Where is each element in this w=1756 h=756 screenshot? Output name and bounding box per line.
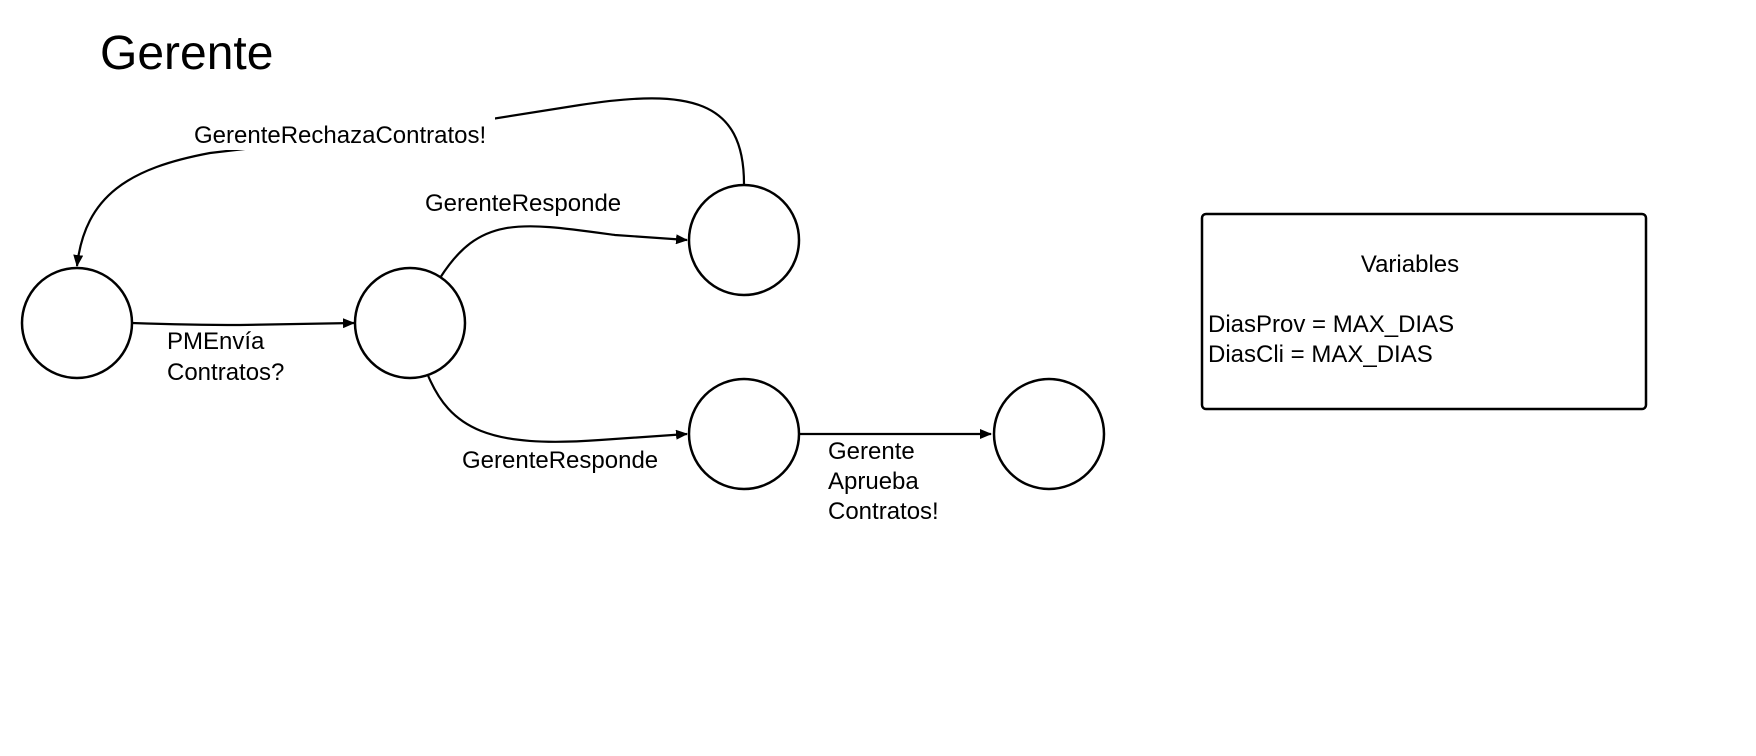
label-gerente-responde-bottom: GerenteResponde	[462, 447, 658, 474]
label-gerente-responde-top: GerenteResponde	[425, 190, 621, 217]
edge-gerente-responde-top	[439, 225, 688, 279]
state-aprobado[interactable]	[992, 377, 1106, 491]
label-gerente-aprueba-contratos: Gerente Aprueba Contratos!	[828, 438, 939, 525]
diagram-title: Gerente	[100, 27, 273, 80]
variable-dias-cli: DiasCli = MAX_DIAS	[1208, 341, 1433, 368]
state-respondido[interactable]	[687, 377, 801, 491]
state-initial[interactable]	[20, 266, 134, 380]
edge-pm-envia-contratos	[131, 318, 355, 329]
variable-dias-prov: DiasProv = MAX_DIAS	[1208, 311, 1454, 338]
state-rechazado[interactable]	[687, 183, 801, 297]
label-pm-envia-contratos: PMEnvía Contratos?	[167, 328, 284, 386]
edge-gerente-responde-bottom	[425, 372, 688, 443]
state-esperando-respuesta[interactable]	[353, 266, 467, 380]
variables-heading: Variables	[1361, 251, 1459, 278]
edge-gerente-rechaza-contratos	[73, 97, 746, 267]
variables-box	[1200, 212, 1648, 411]
label-background	[195, 116, 495, 150]
label-gerente-rechaza-contratos: GerenteRechazaContratos!	[194, 122, 486, 149]
